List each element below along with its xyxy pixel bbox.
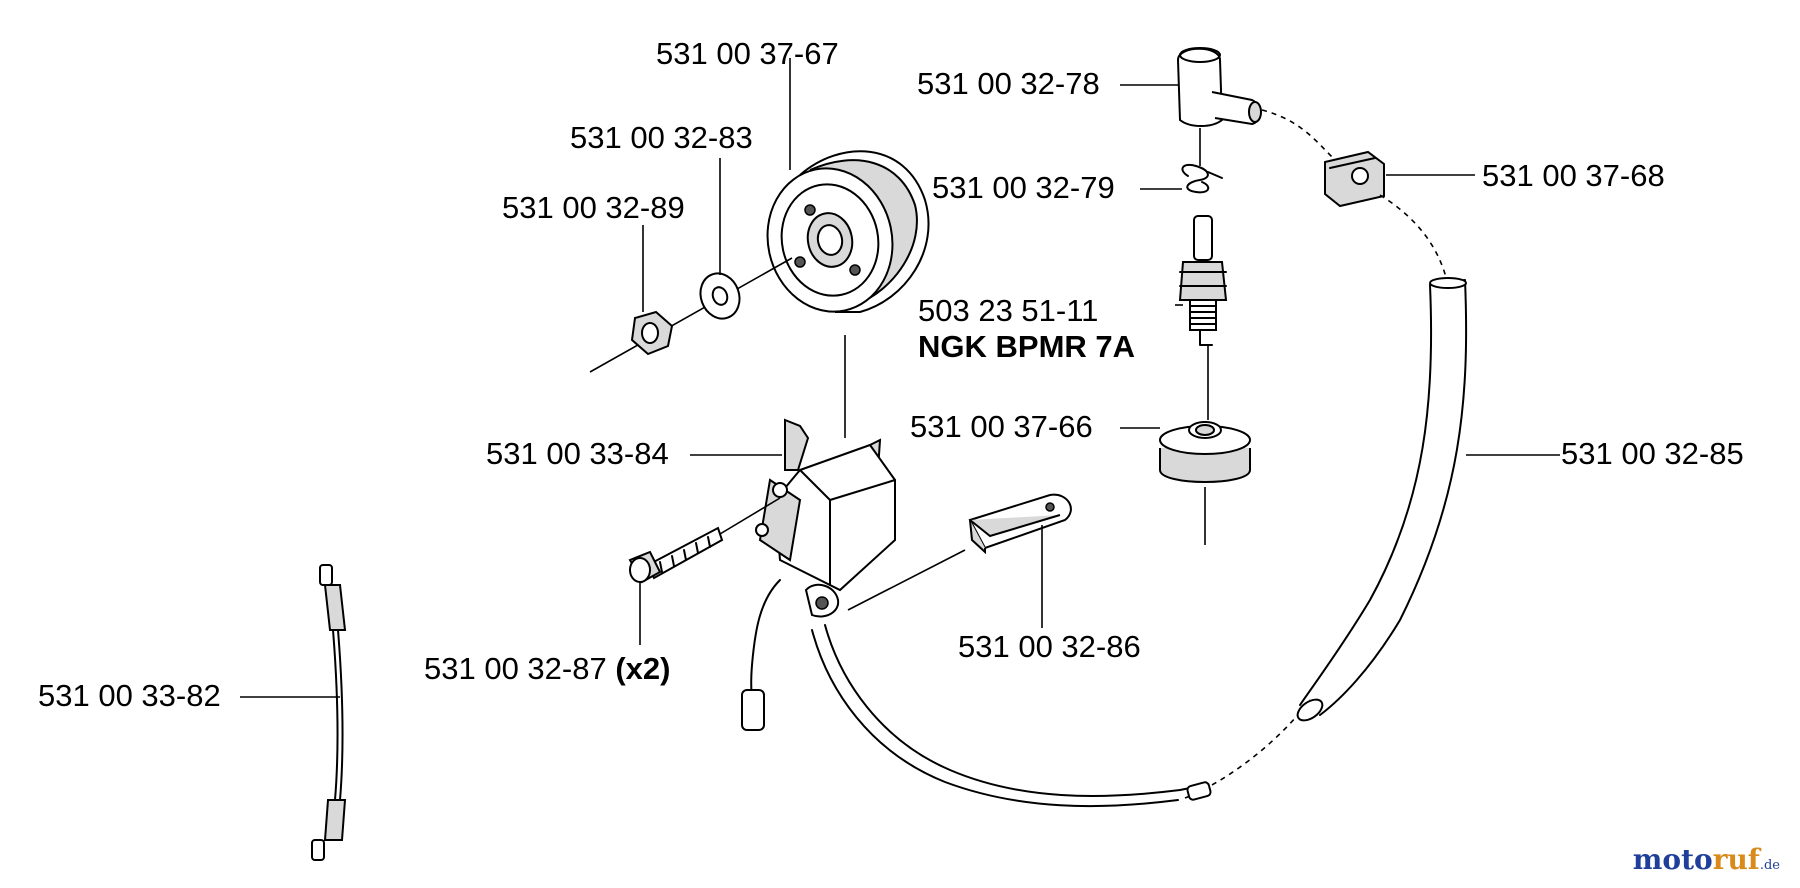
part-number-plug-cap: 531 00 32-78: [917, 66, 1100, 101]
shaft-line: [589, 257, 793, 373]
part-number-cable: 531 00 33-82: [38, 678, 221, 713]
hose-drawing: [1296, 277, 1468, 722]
watermark-suffix: .de: [1759, 858, 1780, 873]
ignition-coil-drawing: [755, 418, 896, 618]
part-number-ignition-coil: 531 00 33-84: [486, 436, 669, 471]
plug-cap-drawing: [1176, 47, 1262, 127]
watermark-main: moto: [1632, 843, 1713, 876]
spark-plug-drawing: [1178, 215, 1228, 346]
part-number-spring: 531 00 32-79: [932, 170, 1115, 205]
washer-drawing: [699, 272, 741, 320]
shield-drawing: [968, 493, 1072, 555]
part-number-screw: 531 00 32-87 (x2): [424, 653, 670, 684]
coil-lead-terminal: [741, 689, 765, 731]
screw-drawing: [628, 526, 724, 584]
dashed-wire-right: [1379, 194, 1449, 286]
screw-number: 531 00 32-87: [424, 651, 607, 686]
part-number-boot: 531 00 37-66: [910, 409, 1093, 444]
flywheel-drawing: [766, 150, 930, 313]
dashed-wire-top: [1261, 109, 1336, 161]
cable-drawing: [311, 564, 347, 861]
screw-quantity: (x2): [615, 651, 671, 686]
wire-end: [1186, 781, 1212, 801]
coil-ground-line: [847, 549, 966, 611]
clip-drawing: [1324, 150, 1385, 208]
coil-hv-wire: [824, 624, 1201, 797]
coil-hv-wire-outer: [811, 629, 1179, 808]
part-number-washer: 531 00 32-83: [570, 120, 753, 155]
part-number-shield: 531 00 32-86: [958, 629, 1141, 664]
part-number-nut: 531 00 32-89: [502, 190, 685, 225]
spring-drawing: [1181, 164, 1223, 194]
screw-line: [719, 497, 781, 535]
watermark-accent: ruf: [1712, 843, 1760, 876]
watermark-logo: motoruf.de: [1633, 846, 1780, 874]
part-number-clip: 531 00 37-68: [1482, 158, 1665, 193]
spark-plug-type: NGK BPMR 7A: [918, 329, 1136, 364]
nut-drawing: [630, 310, 674, 356]
part-number-flywheel: 531 00 37-67: [656, 36, 839, 71]
part-number-spark-plug: 503 23 51-11: [918, 293, 1099, 328]
boot-drawing: [1159, 421, 1251, 483]
part-number-hose: 531 00 32-85: [1561, 436, 1744, 471]
